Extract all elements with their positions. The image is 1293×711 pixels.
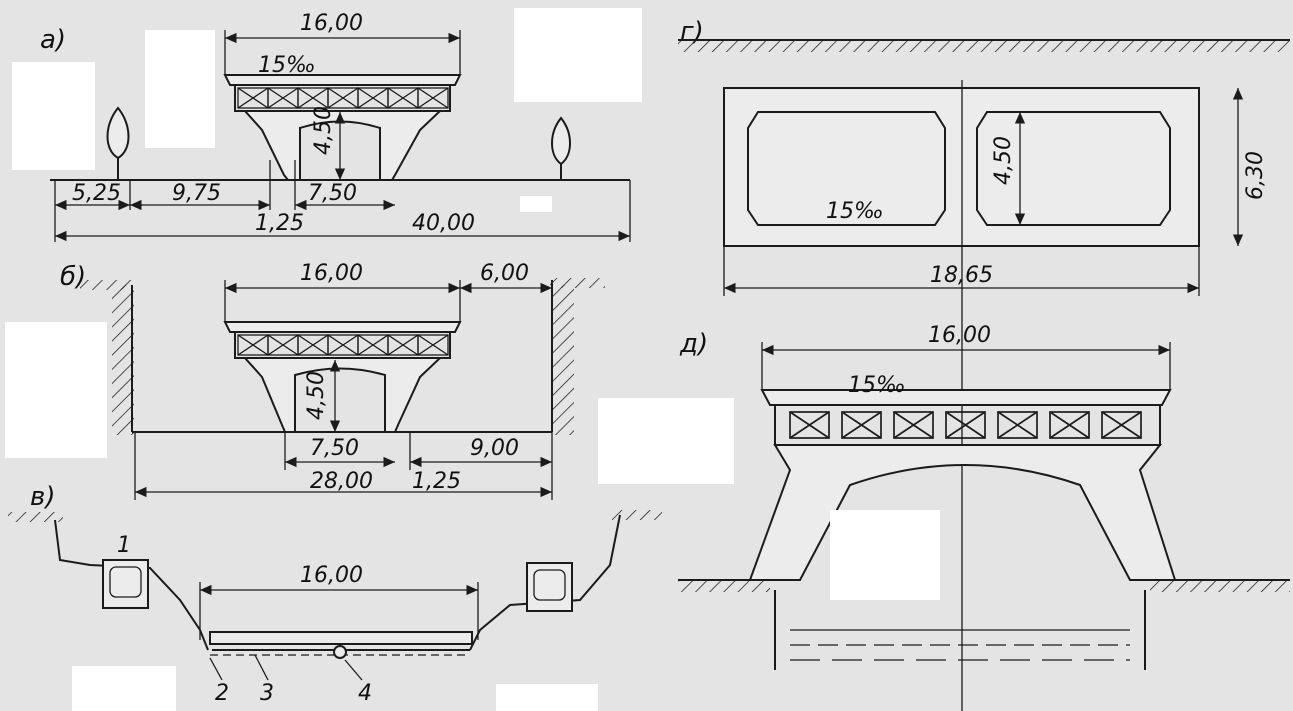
callout-1: 1 bbox=[117, 533, 131, 558]
panel-a-label: а) bbox=[40, 25, 66, 55]
panel-v-label: в) bbox=[30, 482, 55, 512]
callout-3: 3 bbox=[260, 681, 274, 706]
blank-patch bbox=[145, 30, 215, 148]
panel-b: б) 16,00 6,00 4,50 7,50 9,00 28,00 1,25 bbox=[5, 261, 734, 500]
blank-patch bbox=[72, 666, 176, 711]
side-dim: 6,00 bbox=[480, 261, 529, 286]
blank-patch bbox=[496, 684, 598, 711]
deck-width-dim: 16,00 bbox=[300, 563, 363, 588]
deck-width-dim: 16,00 bbox=[300, 11, 363, 36]
deck-width-dim: 16,00 bbox=[300, 261, 363, 286]
blank-patch bbox=[5, 322, 107, 458]
panel-a: а) 16,00 15‰ 4,50 5 bbox=[12, 8, 642, 242]
dim-e: 9,00 bbox=[470, 436, 519, 461]
slope-label: 15‰ bbox=[258, 53, 316, 78]
height-dim: 4,50 bbox=[304, 371, 329, 420]
dim-a: 5,25 bbox=[72, 181, 121, 206]
panel-g: г) 4,50 6,30 15‰ 18,65 bbox=[678, 17, 1290, 711]
total-dim: 28,00 bbox=[310, 469, 373, 494]
blank-patch bbox=[830, 510, 940, 600]
total-height-dim: 6,30 bbox=[1243, 151, 1268, 200]
blank-patch bbox=[598, 398, 734, 484]
panel-d: д) 16,00 15‰ bbox=[678, 323, 1290, 670]
deck-width-dim: 16,00 bbox=[928, 323, 991, 348]
panel-d-label: д) bbox=[679, 329, 708, 359]
dim-c: 7,50 bbox=[308, 181, 357, 206]
width-dim: 18,65 bbox=[930, 263, 993, 288]
panel-v: в) 16,00 1 2 3 4 bbox=[8, 482, 662, 711]
blank-patch bbox=[514, 8, 642, 102]
callout-4: 4 bbox=[358, 681, 372, 706]
blank-patch bbox=[12, 62, 95, 170]
dim-c: 7,50 bbox=[310, 436, 359, 461]
dim-b: 9,75 bbox=[172, 181, 221, 206]
height-dim: 4,50 bbox=[991, 136, 1016, 185]
callout-2: 2 bbox=[215, 681, 229, 706]
dim-d: 1,25 bbox=[255, 211, 304, 236]
pier-frame bbox=[242, 357, 443, 433]
drain-pipe bbox=[333, 645, 347, 659]
slope-label: 15‰ bbox=[826, 199, 884, 224]
total-dim: 40,00 bbox=[412, 211, 475, 236]
dim-d: 1,25 bbox=[412, 469, 461, 494]
tree-icon bbox=[106, 106, 130, 180]
slope-label: 15‰ bbox=[848, 373, 906, 398]
tree-icon bbox=[551, 116, 571, 180]
pier-frame bbox=[748, 444, 1177, 581]
truss-bays bbox=[237, 87, 449, 109]
blank-patch bbox=[520, 196, 552, 212]
deck-slab bbox=[223, 74, 462, 86]
height-dim: 4,50 bbox=[311, 106, 336, 155]
pier-frame bbox=[242, 110, 443, 181]
